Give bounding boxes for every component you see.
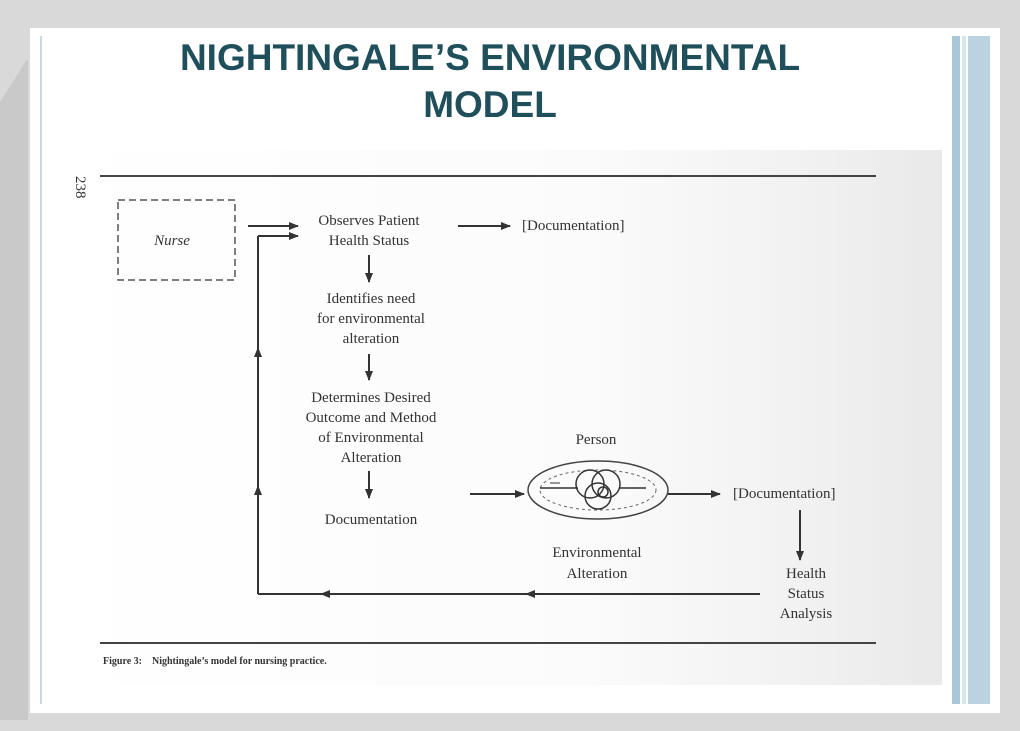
person-label: Person xyxy=(576,432,617,448)
feedback-loop-arrow xyxy=(254,232,760,598)
scanned-page xyxy=(62,150,942,685)
identifies-line-2: for environmental xyxy=(317,311,425,327)
right-border-stripe-light xyxy=(962,36,966,704)
right-border-stripe xyxy=(952,36,960,704)
health-line-2: Status xyxy=(788,586,825,602)
nurse-box xyxy=(117,199,236,281)
env-alteration-line-1: Environmental xyxy=(552,545,641,561)
documentation-right: [Documentation] xyxy=(733,486,835,502)
determines-line-3: of Environmental xyxy=(318,430,423,446)
documentation-top: [Documentation] xyxy=(522,218,624,234)
left-border-line xyxy=(40,36,42,704)
right-border-stripe-wide xyxy=(968,36,990,704)
health-line-3: Analysis xyxy=(780,606,833,622)
determines-line-1: Determines Desired xyxy=(311,390,431,406)
observes-line-2: Health Status xyxy=(329,233,410,249)
identifies-line-3: alteration xyxy=(343,331,400,347)
determines-line-4: Alteration xyxy=(341,450,402,466)
caption-text: Nightingale’s model for nursing practice… xyxy=(152,656,327,667)
health-line-1: Health xyxy=(786,566,826,582)
caption-label: Figure 3: xyxy=(103,656,142,667)
documentation-mid: Documentation xyxy=(325,512,418,528)
person-environment-icon xyxy=(527,460,669,520)
nurse-label: Nurse xyxy=(153,233,190,249)
env-alteration-line-2: Alteration xyxy=(567,566,628,582)
observes-line-1: Observes Patient xyxy=(318,213,420,229)
left-tab-decoration xyxy=(0,60,28,720)
identifies-line-1: Identifies need xyxy=(327,291,416,307)
left-tab-notch xyxy=(0,58,28,102)
determines-line-2: Outcome and Method xyxy=(306,410,437,426)
slide-title: NIGHTINGALE’S ENVIRONMENTAL MODEL xyxy=(179,37,801,125)
page-number: 238 xyxy=(72,176,88,199)
